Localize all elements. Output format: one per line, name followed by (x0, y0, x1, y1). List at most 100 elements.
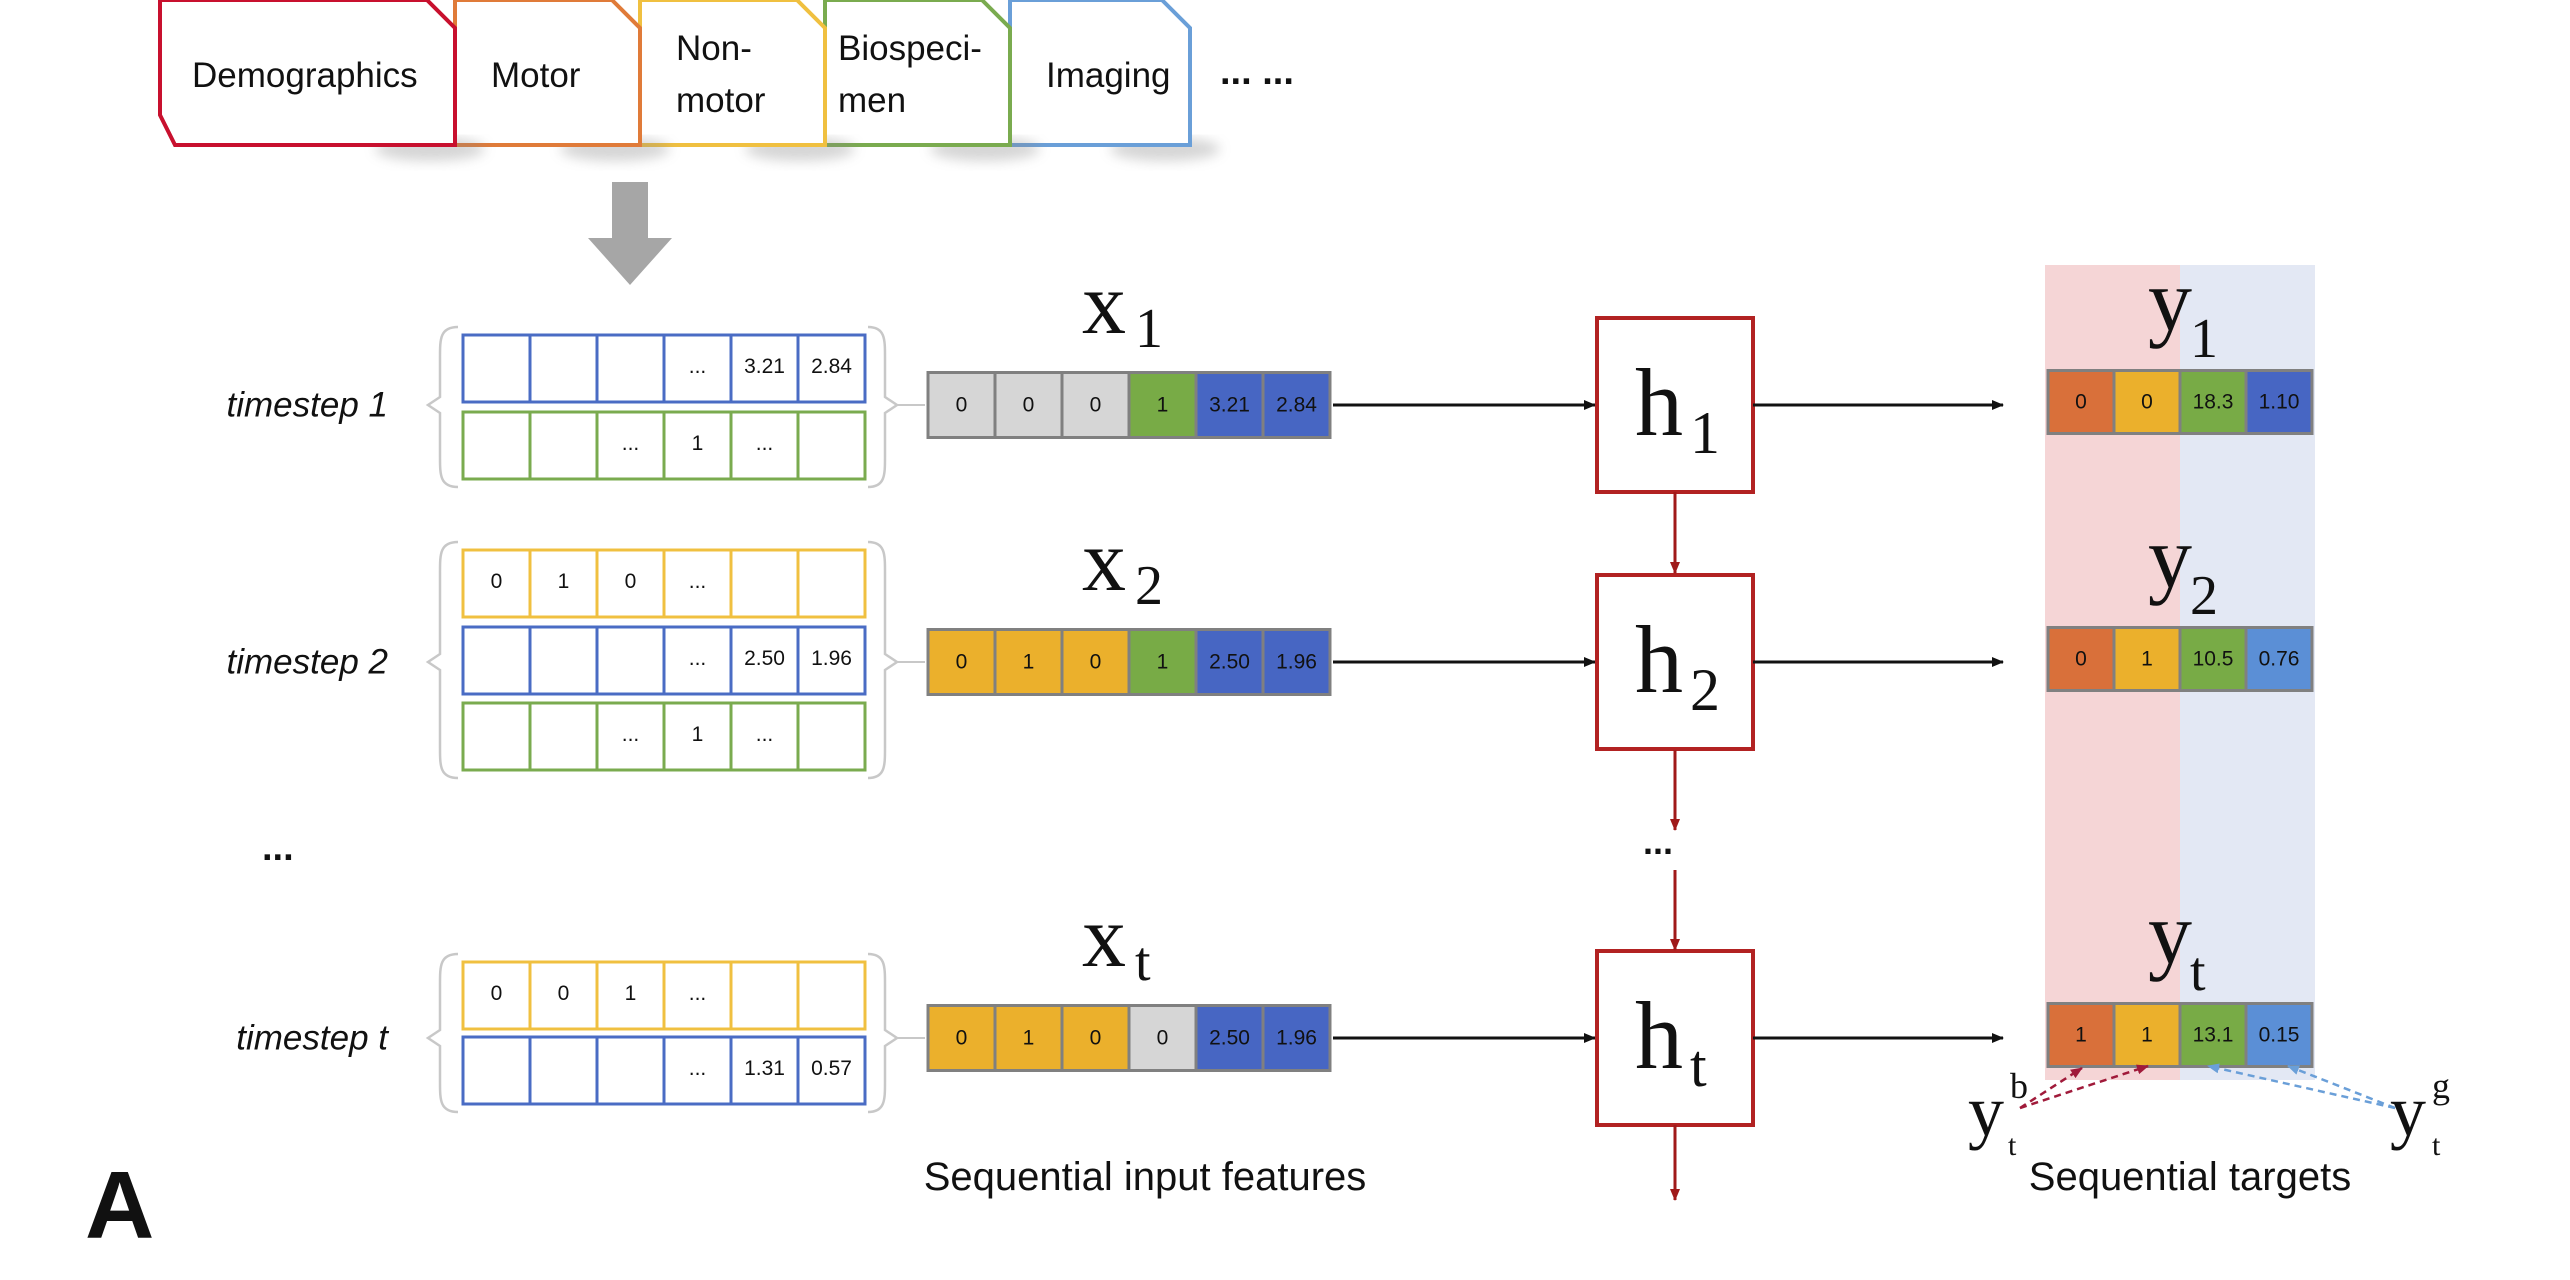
timestep-label: timestep 2 (227, 643, 388, 682)
yb-var: y (1968, 1071, 2004, 1151)
y-var: y (2148, 886, 2192, 983)
feature-cell-value: ... (689, 982, 707, 1005)
x-sub: 2 (1135, 555, 1163, 617)
y-var: y (2148, 510, 2192, 607)
target-cell (2112, 369, 2182, 435)
target-cell (2112, 626, 2182, 692)
feature-cell-value: 1 (692, 432, 704, 455)
input-cell-value: 0 (956, 394, 968, 417)
feature-cell-value: 1.31 (744, 1057, 785, 1080)
tab-label: Imaging (1046, 56, 1171, 95)
down-arrow-icon (588, 182, 672, 285)
tab-3 (823, 0, 1012, 147)
target-cell (2178, 369, 2248, 435)
input-cell-value: 1 (1157, 394, 1169, 417)
feature-cell (796, 701, 867, 772)
x-var: x (1082, 256, 1126, 353)
feature-cell-value: 2.50 (744, 647, 785, 670)
feature-cell (528, 548, 599, 619)
right-bracket (867, 540, 900, 780)
tabs-ellipsis: ... ... (1220, 51, 1294, 93)
x-sub: 1 (1135, 298, 1163, 360)
input-cell-value: 0 (956, 651, 968, 674)
feature-cell (662, 1035, 733, 1106)
feature-cell (662, 625, 733, 696)
feature-cell-value: 0 (625, 570, 637, 593)
feature-cell-value: 0.57 (811, 1057, 852, 1080)
input-cell-value: 2.50 (1209, 651, 1250, 674)
yg-pointer-2 (2207, 1063, 2396, 1110)
yb-label: y b t (1968, 1066, 2028, 1162)
input-cell-value: 0 (1090, 394, 1102, 417)
feature-cell (595, 333, 666, 404)
feature-cell (796, 1035, 867, 1106)
caption-targets: Sequential targets (2029, 1155, 2351, 1199)
yg-label: y g t (2390, 1066, 2450, 1162)
tab-label: Demographics (192, 56, 418, 95)
chain-ellipsis: ... (1643, 821, 1673, 862)
target-cell-value: 10.5 (2193, 648, 2234, 671)
h-sub: 2 (1690, 657, 1720, 723)
feature-cell (729, 701, 800, 772)
feature-cell (461, 625, 532, 696)
feature-cell (528, 333, 599, 404)
input-cell (926, 371, 997, 439)
input-cell (1194, 1004, 1265, 1072)
h-sub: 1 (1690, 400, 1720, 466)
feature-cell-value: ... (756, 723, 774, 746)
target-cell (2112, 1002, 2182, 1068)
panel-label: A (85, 1152, 154, 1259)
feature-cell (528, 1035, 599, 1106)
yg-pointer-1 (2287, 1064, 2396, 1110)
x-var: x (1082, 889, 1126, 986)
input-cell (1194, 371, 1265, 439)
input-cell (1261, 1004, 1332, 1072)
target-cell-value: 0.76 (2259, 648, 2300, 671)
y-sub: 2 (2190, 565, 2218, 627)
feature-cell (461, 333, 532, 404)
feature-cell (662, 333, 733, 404)
feature-cell (662, 701, 733, 772)
input-cell-value: 1 (1023, 651, 1035, 674)
input-cell-value: 0 (1090, 651, 1102, 674)
feature-cell (528, 701, 599, 772)
input-cell-value: 0 (1023, 394, 1035, 417)
yg-var: y (2390, 1071, 2426, 1151)
feature-cell (796, 333, 867, 404)
tab-label: Biospeci- (838, 29, 982, 68)
y-sub: t (2190, 941, 2206, 1003)
yg-sub: t (2432, 1129, 2441, 1162)
feature-cell (796, 625, 867, 696)
feature-cell (729, 548, 800, 619)
target-cell-value: 1 (2141, 648, 2153, 671)
target-cell-value: 0 (2075, 648, 2087, 671)
input-cell-value: 1.96 (1276, 651, 1317, 674)
feature-cell-value: 1.96 (811, 647, 852, 670)
target-cell-value: 0 (2141, 391, 2153, 414)
h-sub: t (1690, 1033, 1707, 1099)
tab-2 (638, 0, 827, 147)
input-cell (993, 1004, 1064, 1072)
target-cell (2046, 626, 2116, 692)
feature-cell (461, 1035, 532, 1106)
target-cell-value: 1.10 (2259, 391, 2300, 414)
caption-inputs: Sequential input features (924, 1155, 1367, 1199)
tab-label: Motor (491, 56, 581, 95)
target-cell (2178, 626, 2248, 692)
input-cell (1261, 628, 1332, 696)
feature-cell-value: 0 (491, 982, 503, 1005)
target-cell (2244, 369, 2314, 435)
feature-cell-value: 1 (692, 723, 704, 746)
x-var: x (1082, 513, 1126, 610)
feature-cell (461, 548, 532, 619)
timestep-label: timestep 1 (227, 386, 388, 425)
right-bracket (867, 952, 900, 1114)
input-cell-value: 1 (1023, 1027, 1035, 1050)
feature-cell (461, 701, 532, 772)
feature-cell-value: 1 (558, 570, 570, 593)
hidden-state-box (1595, 316, 1755, 494)
tab-label: men (838, 81, 906, 120)
y-sub: 1 (2190, 308, 2218, 370)
